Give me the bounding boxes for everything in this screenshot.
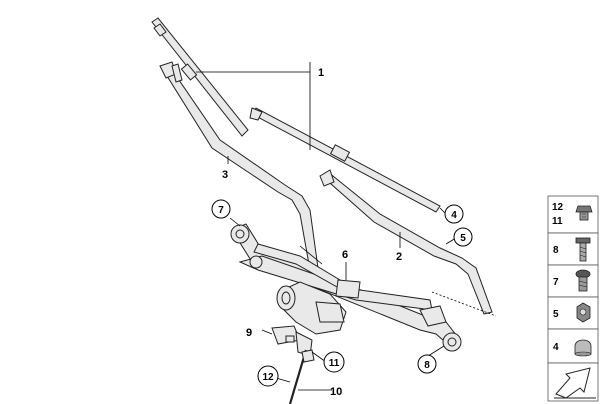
label-part-6: 6 (342, 249, 348, 261)
legend-row-4[interactable]: 4 (547, 328, 599, 364)
label-part-1: 1 (318, 67, 324, 79)
legend-label-5: 5 (553, 309, 559, 320)
callout-7-text: 7 (218, 205, 224, 216)
legend-row-12-11[interactable]: 12 11 (547, 195, 599, 234)
cap-icon (574, 339, 592, 357)
legend-row-5[interactable]: 5 (547, 296, 599, 330)
nut-with-washer-icon (575, 205, 593, 221)
wiper-motor[interactable] (276, 281, 347, 335)
callout-12-text: 12 (262, 372, 274, 383)
wiper-linkage-frame[interactable] (230, 223, 462, 352)
legend-label-12: 12 (552, 202, 564, 213)
label-part-10: 10 (330, 386, 342, 398)
wiper-arm-right[interactable] (319, 169, 493, 315)
legend-row-7[interactable]: 7 (547, 264, 599, 298)
callout-5[interactable]: 5 (453, 227, 473, 247)
guide-lines (299, 245, 497, 317)
callout-12[interactable]: 12 (257, 365, 279, 387)
callout-4[interactable]: 4 (444, 204, 464, 224)
leader-lines (196, 62, 457, 391)
fastener-legend: 12 11 8 7 (547, 195, 599, 402)
wiper-arm-left[interactable] (159, 61, 319, 271)
label-part-2: 2 (396, 251, 402, 263)
label-part-3: 3 (222, 169, 228, 181)
callout-11[interactable]: 11 (323, 351, 345, 373)
callout-11-text: 11 (329, 358, 340, 369)
callout-8-text: 8 (424, 360, 430, 371)
legend-label-11: 11 (552, 216, 563, 227)
navigation-arrow-button[interactable] (547, 362, 599, 402)
wiring-cable[interactable] (288, 349, 315, 404)
legend-row-8[interactable]: 8 (547, 232, 599, 266)
label-part-9: 9 (246, 327, 252, 339)
screw-icon (575, 237, 591, 262)
callout-7[interactable]: 7 (211, 199, 231, 219)
wiper-blade-right[interactable] (249, 107, 441, 213)
legend-label-8: 8 (553, 245, 559, 256)
wiper-blade-left[interactable] (151, 17, 249, 137)
mounting-bracket[interactable] (271, 325, 313, 357)
bolt-icon (575, 269, 591, 292)
callout-4-text: 4 (451, 210, 457, 221)
callout-8[interactable]: 8 (417, 354, 437, 374)
callout-5-text: 5 (460, 233, 466, 244)
legend-label-7: 7 (553, 277, 559, 288)
arrow-icon (554, 367, 596, 399)
legend-label-4: 4 (553, 342, 559, 353)
hex-nut-icon (576, 302, 591, 323)
